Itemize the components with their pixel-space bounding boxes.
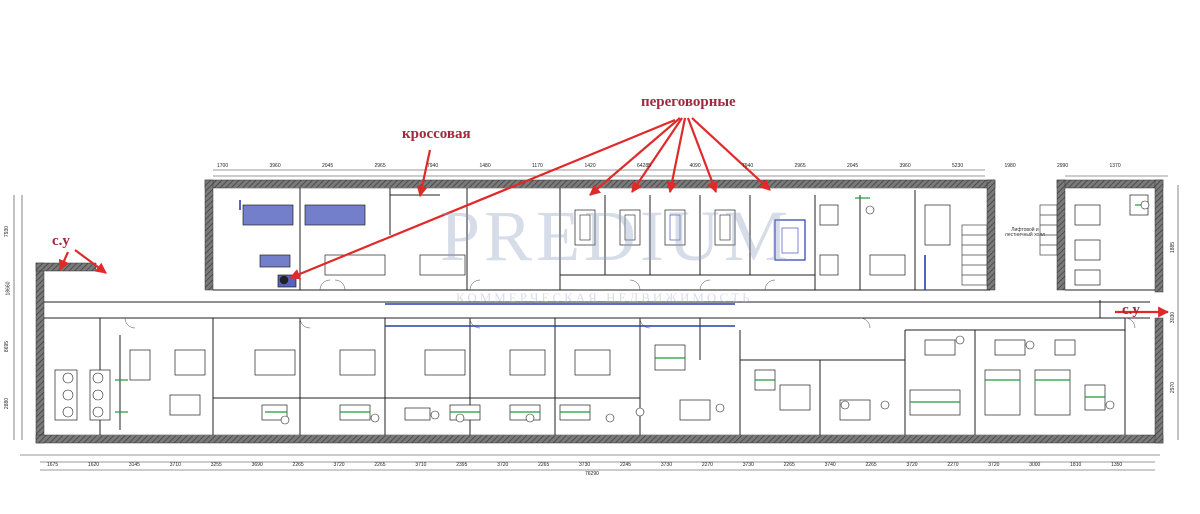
dimension-value: 1700 xyxy=(217,163,229,169)
dimension-value: 2265 xyxy=(292,462,304,468)
arrow-meeting-4 xyxy=(686,117,718,194)
dimension-value: 1420 xyxy=(584,163,596,169)
label-lobby: Лифтовой и лестничный холл xyxy=(1004,227,1046,238)
dimension-value: 3730 xyxy=(742,462,754,468)
dimension-value: 3255 xyxy=(210,462,222,468)
annotation-arrows xyxy=(58,117,1170,318)
dimension-value: 2265 xyxy=(374,462,386,468)
dimension-value: 3145 xyxy=(128,462,140,468)
label-su-right: с.у xyxy=(1122,302,1140,318)
dimension-value: 2880 xyxy=(4,398,11,410)
dimension-value: 3720 xyxy=(988,462,1000,468)
dimension-value: 2395 xyxy=(456,462,468,468)
arrow-su-left-1 xyxy=(58,251,70,272)
dimension-value: 2265 xyxy=(538,462,550,468)
door-swings xyxy=(124,279,1136,329)
dimension-value: 3720 xyxy=(906,462,918,468)
dimension-value: 1675 xyxy=(47,462,59,468)
exterior-walls xyxy=(35,179,1164,444)
dimension-value: 2270 xyxy=(947,462,959,468)
dimension-value: 2265 xyxy=(865,462,877,468)
dimension-value: 2990 xyxy=(1057,163,1069,169)
dimension-value: 2270 xyxy=(701,462,713,468)
dimension-value: 2965 xyxy=(794,163,806,169)
dimension-value: 3720 xyxy=(497,462,509,468)
dimension-value: 5230 xyxy=(952,163,964,169)
dimension-value: 7940 xyxy=(742,163,754,169)
dimension-lines xyxy=(13,169,1179,471)
dimension-value: 7940 xyxy=(427,163,439,169)
arrow-meeting-5 xyxy=(691,117,771,191)
dimension-value: 3710 xyxy=(415,462,427,468)
label-peregovornye: переговорные xyxy=(641,94,736,110)
dimension-value: 1620 xyxy=(87,462,100,468)
dimension-value: 2965 xyxy=(374,163,386,169)
label-krossovaya: кроссовая xyxy=(402,126,471,142)
dimension-value: 4090 xyxy=(689,163,701,169)
dimension-value: 3960 xyxy=(899,163,911,169)
arrow-meeting-2 xyxy=(631,117,683,193)
dimension-value: 3710 xyxy=(169,462,181,468)
arrow-to-server xyxy=(288,118,676,280)
dimension-value: 3030 xyxy=(1170,311,1177,324)
dimension-value: 64285 xyxy=(637,163,651,169)
dimension-value: 3720 xyxy=(333,462,345,468)
chairs xyxy=(62,200,1150,425)
dimension-value: 1480 xyxy=(479,163,491,169)
dimension-value: 1370 xyxy=(1109,163,1121,169)
dimension-value: 2970 xyxy=(1170,381,1177,394)
dimension-value: 3740 xyxy=(824,462,836,468)
dimension-value: 2045 xyxy=(322,163,334,169)
dimension-value: 1810 xyxy=(1070,462,1082,468)
dimension-value: 7930 xyxy=(4,225,11,237)
dimension-value: 2265 xyxy=(783,462,795,468)
dimension-value: 3730 xyxy=(660,462,672,468)
arrow-krossovaya xyxy=(416,149,432,198)
meeting-room-tables xyxy=(579,214,799,254)
arrow-meeting-1 xyxy=(589,117,681,196)
dimension-value: 3960 xyxy=(269,163,281,169)
dimension-value: 2045 xyxy=(847,163,859,169)
arrow-meeting-3 xyxy=(666,117,687,194)
dimension-value: 1170 xyxy=(532,163,543,169)
dimension-value: 2245 xyxy=(619,462,632,468)
dimension-value: 1885 xyxy=(1170,241,1177,254)
label-su-left: с.у xyxy=(52,233,70,249)
dimension-value: 3730 xyxy=(579,462,591,468)
dimension-value: 3000 xyxy=(1029,462,1041,468)
dimension-value: 18660 xyxy=(5,281,12,296)
dimension-value: 1980 xyxy=(1004,163,1016,169)
dimension-total: 76290 xyxy=(585,471,599,477)
staircase xyxy=(961,204,1058,286)
arrow-su-left-2 xyxy=(74,249,107,274)
dimension-value: 8695 xyxy=(4,340,11,352)
dimension-value: 3690 xyxy=(251,462,263,468)
window-strips xyxy=(60,187,1140,436)
dimension-value: 1350 xyxy=(1111,462,1123,468)
